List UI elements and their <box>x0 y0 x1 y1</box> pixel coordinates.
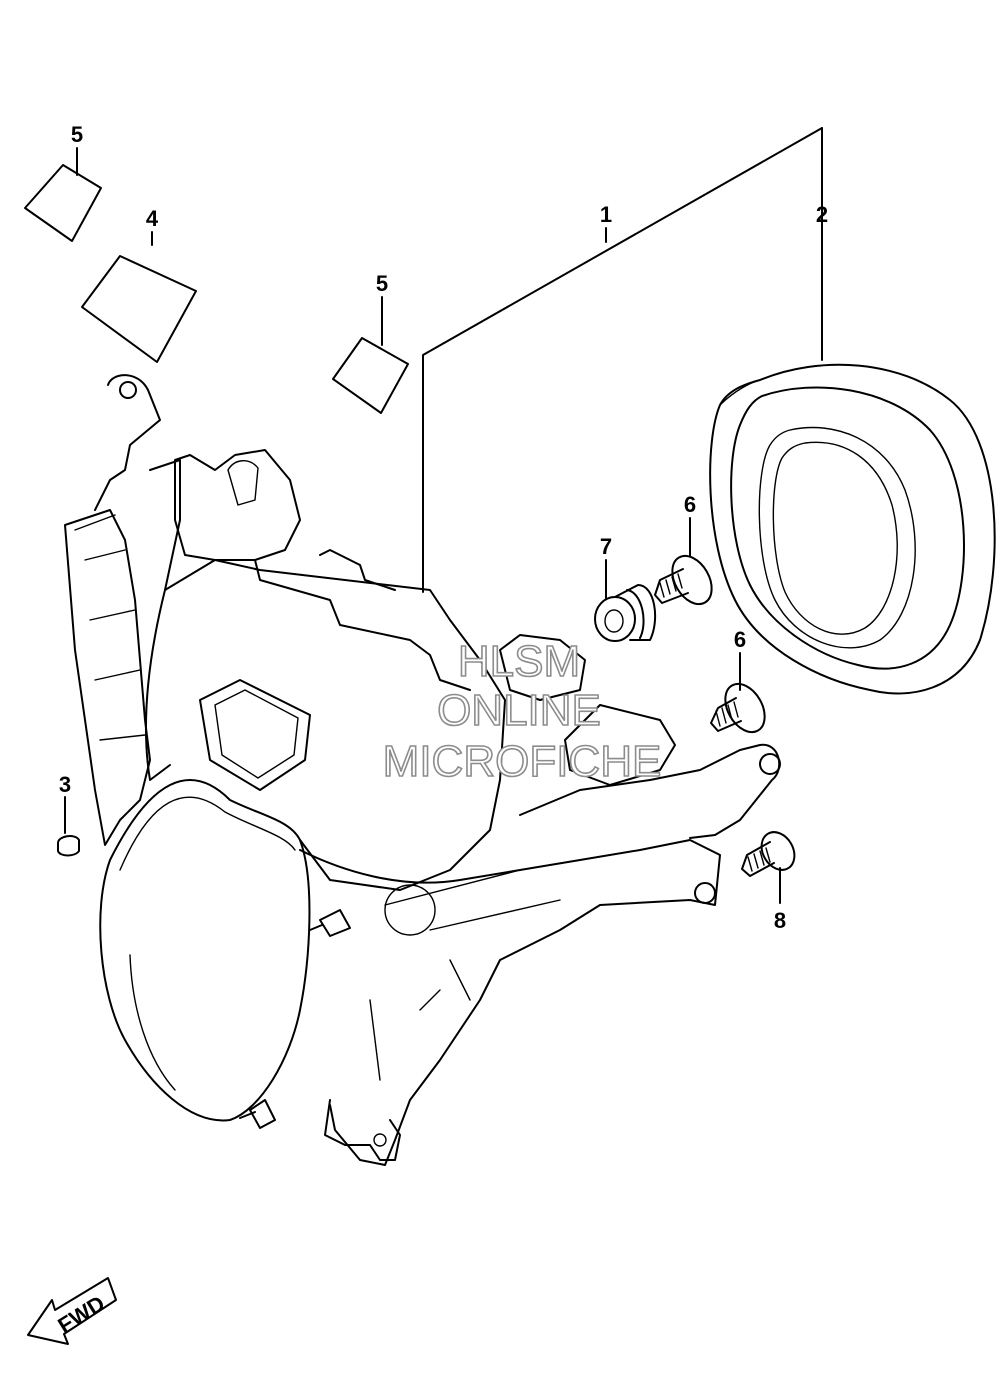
watermark: HLSM ONLINE MICROFICHE <box>382 636 662 787</box>
grommet-part-7 <box>594 584 657 642</box>
plug-part-3 <box>57 835 80 857</box>
callout-4: 4 <box>146 206 159 231</box>
screw-part-8 <box>741 831 796 877</box>
fwd-direction-arrow: FWD <box>27 1277 117 1345</box>
watermark-line-1: HLSM <box>458 637 580 686</box>
trim-ring-part-2 <box>709 363 996 695</box>
callout-1: 1 <box>600 202 612 227</box>
callout-7: 7 <box>600 534 612 559</box>
callout-5-middle: 5 <box>376 271 388 296</box>
callout-3: 3 <box>59 772 71 797</box>
headlamp-assembly-part-1 <box>64 374 781 1166</box>
callout-6-lower: 6 <box>734 627 746 652</box>
callout-5-top: 5 <box>71 122 83 147</box>
callout-6-upper: 6 <box>684 492 696 517</box>
label-sticker-4 <box>81 255 197 363</box>
watermark-line-3: MICROFICHE <box>383 737 662 786</box>
callout-8: 8 <box>774 908 786 933</box>
watermark-line-2: ONLINE <box>437 686 601 735</box>
fwd-label: FWD <box>53 1290 109 1338</box>
leader-lines <box>64 127 823 904</box>
screw-part-6-lower <box>710 682 766 734</box>
callout-numbers: 1 2 3 4 5 5 6 6 7 8 <box>59 122 828 933</box>
label-sticker-5-middle <box>332 337 409 414</box>
label-sticker-5-top <box>24 164 102 242</box>
screw-part-6-upper <box>654 554 713 606</box>
callout-2: 2 <box>816 202 828 227</box>
